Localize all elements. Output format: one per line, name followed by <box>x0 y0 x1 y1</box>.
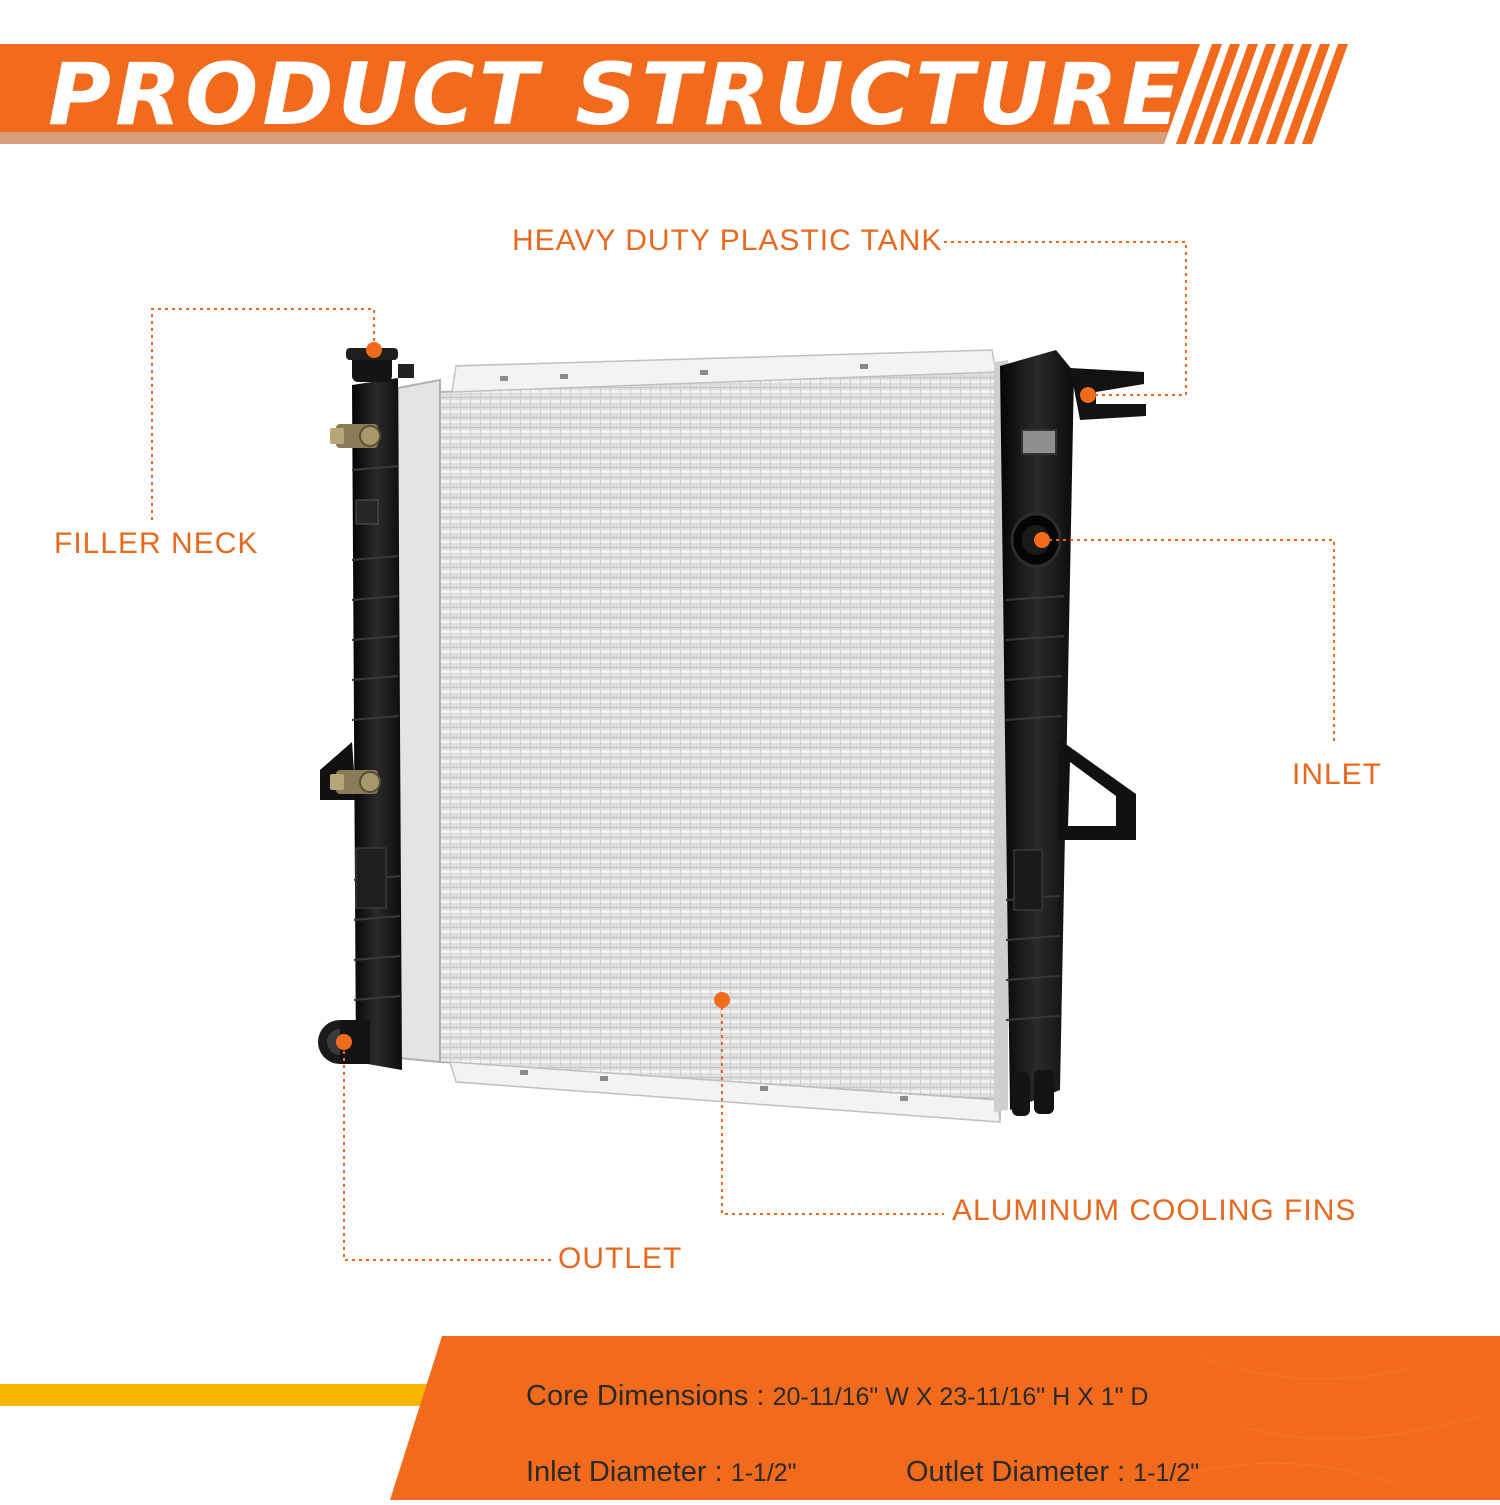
spec-inlet-label: Inlet Diameter : <box>526 1456 723 1488</box>
radiator-core <box>397 349 1008 1123</box>
marker-filler-neck <box>366 342 382 358</box>
left-tank <box>318 348 414 1070</box>
spec-core-dimensions: Core Dimensions : 20-11/16" W X 23-11/16… <box>526 1378 1148 1415</box>
footer-banner <box>0 1336 1500 1500</box>
spec-outlet-label: Outlet Diameter : <box>906 1456 1126 1488</box>
callout-filler-neck: FILLER NECK <box>54 527 259 560</box>
marker-dots <box>336 342 1096 1050</box>
page-title: PRODUCT STRUCTURE <box>48 45 1185 145</box>
callout-inlet: INLET <box>1292 758 1383 791</box>
spec-inlet-value: 1-1/2" <box>730 1459 797 1487</box>
marker-tank <box>1080 387 1096 403</box>
spec-core-label: Core Dimensions : <box>526 1380 765 1412</box>
upper-fitting <box>330 424 381 448</box>
marker-inlet <box>1034 532 1050 548</box>
callout-tank: HEAVY DUTY PLASTIC TANK <box>512 224 943 257</box>
footer-background <box>0 1336 1500 1500</box>
lower-fitting <box>330 770 381 794</box>
header-stripes <box>0 44 1348 144</box>
spec-outlet-diameter: Outlet Diameter : 1-1/2" <box>906 1454 1199 1491</box>
spec-inlet-diameter: Inlet Diameter : 1-1/2" <box>526 1454 797 1491</box>
leader-lines <box>151 241 1335 1261</box>
right-tank <box>1000 350 1146 1116</box>
callout-outlet: OUTLET <box>558 1242 683 1275</box>
marker-outlet <box>336 1034 352 1050</box>
marker-fins <box>714 992 730 1008</box>
spec-outlet-value: 1-1/2" <box>1133 1459 1200 1487</box>
header-banner: PRODUCT STRUCTURE <box>0 0 1500 190</box>
spec-core-value: 20-11/16" W X 23-11/16" H X 1" D <box>772 1383 1149 1411</box>
callout-fins: ALUMINUM COOLING FINS <box>952 1194 1357 1227</box>
